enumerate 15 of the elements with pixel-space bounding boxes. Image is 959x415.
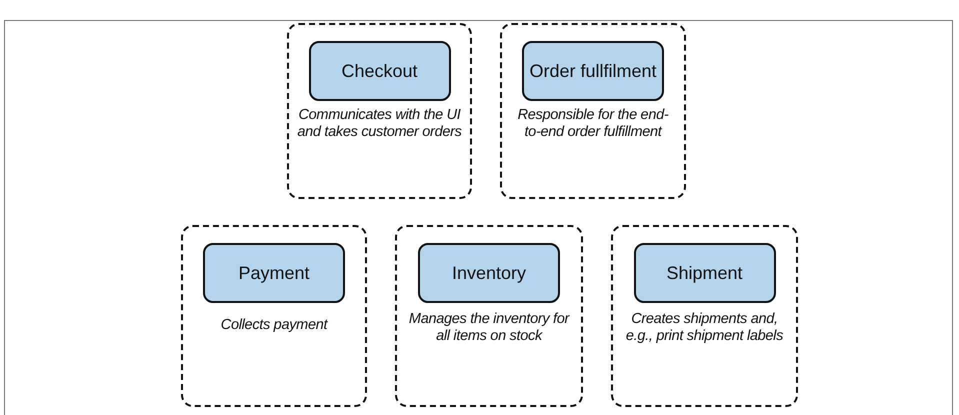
service-description: Responsible for the end-to-end order fulfillment xyxy=(516,107,670,141)
service-box: Payment xyxy=(203,243,345,303)
service-description: Communicates with the UI and takes customer orders xyxy=(297,107,462,141)
service-description: Collects payment xyxy=(220,317,328,334)
service-box: Inventory xyxy=(418,243,560,303)
service-group xyxy=(500,23,686,199)
service-description: Manages the inventory for all items on stock xyxy=(408,311,571,345)
service-box: Order fullfilment xyxy=(522,41,664,101)
service-description: Creates shipments and, e.g., print shipment labels xyxy=(624,311,784,345)
service-group xyxy=(181,225,367,407)
service-group xyxy=(395,225,583,407)
service-box: Checkout xyxy=(308,41,450,101)
service-group xyxy=(287,23,472,199)
service-box: Shipment xyxy=(634,243,776,303)
service-group xyxy=(611,225,798,407)
